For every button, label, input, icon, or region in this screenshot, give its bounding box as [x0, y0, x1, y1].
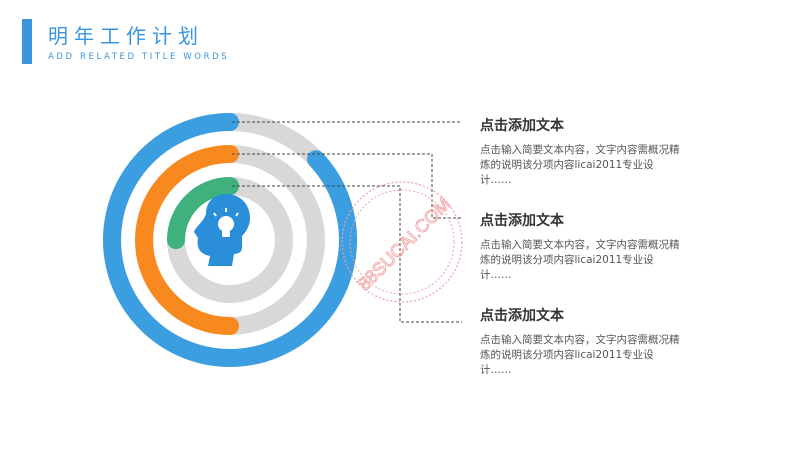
text-block-2: 点击添加文本 点击输入简要文本内容，文字内容需概况精炼的说明该分项内容licai… [480, 210, 680, 283]
block-title: 点击添加文本 [480, 118, 564, 134]
watermark-text: 88SUCAI.COM [354, 194, 454, 294]
page-subtitle: ADD RELATED TITLE WORDS [48, 52, 230, 62]
connector-3 [232, 185, 462, 323]
block-body: 点击输入简要文本内容，文字内容需概况精炼的说明该分项内容licai2011专业设… [480, 239, 680, 281]
connector-lines [232, 121, 462, 323]
page-title: 明年工作计划 [48, 24, 204, 48]
block-body: 点击输入简要文本内容，文字内容需概况精炼的说明该分项内容licai2011专业设… [480, 144, 680, 186]
block-title: 点击添加文本 [480, 213, 564, 229]
block-title: 点击添加文本 [480, 308, 564, 324]
connector-2 [232, 153, 462, 219]
title-accent-bar [22, 19, 32, 64]
ring-arc-inner [167, 177, 239, 249]
head-lightbulb-icon [194, 194, 250, 266]
text-block-1: 点击添加文本 点击输入简要文本内容，文字内容需概况精炼的说明该分项内容licai… [480, 115, 680, 188]
watermark-stamp: 88SUCAI.COM [341, 181, 463, 303]
text-block-3: 点击添加文本 点击输入简要文本内容，文字内容需概况精炼的说明该分项内容licai… [480, 305, 680, 378]
ring-arc-middle [135, 145, 239, 335]
ring-arc-outer [103, 113, 357, 367]
block-body: 点击输入简要文本内容，文字内容需概况精炼的说明该分项内容licai2011专业设… [480, 334, 680, 376]
